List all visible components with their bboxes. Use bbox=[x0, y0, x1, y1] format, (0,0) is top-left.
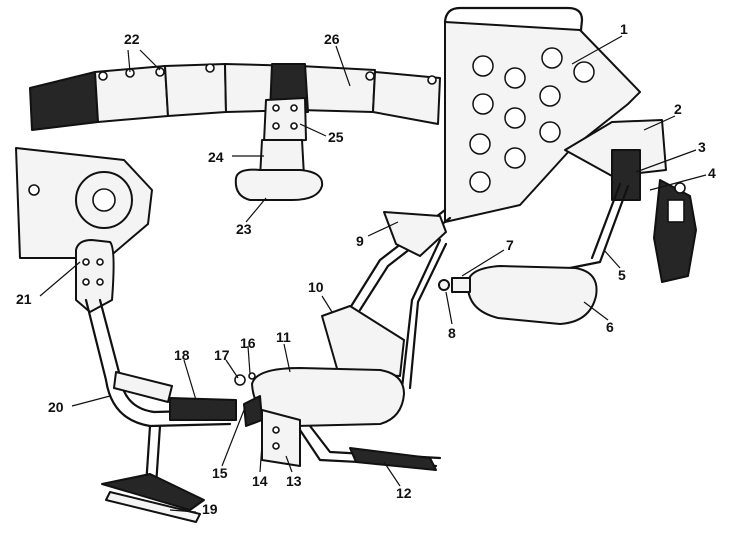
label-23: 23 bbox=[236, 221, 252, 237]
left-frame-plate bbox=[15, 147, 153, 259]
left-support bbox=[75, 239, 237, 523]
label-19: 19 bbox=[202, 501, 218, 517]
label-25: 25 bbox=[328, 129, 344, 145]
label-1: 1 bbox=[620, 21, 628, 37]
label-22: 22 bbox=[124, 31, 140, 47]
back-panel bbox=[443, 6, 697, 283]
leader-lines bbox=[39, 35, 707, 513]
label-21: 21 bbox=[16, 291, 32, 307]
seat-frame bbox=[321, 208, 452, 390]
label-14: 14 bbox=[252, 473, 268, 489]
label-5: 5 bbox=[618, 267, 626, 283]
label-3: 3 bbox=[698, 139, 706, 155]
label-8: 8 bbox=[448, 325, 456, 341]
label-12: 12 bbox=[396, 485, 412, 501]
seat-assembly bbox=[234, 367, 442, 471]
label-20: 20 bbox=[48, 399, 64, 415]
label-10: 10 bbox=[308, 279, 324, 295]
label-9: 9 bbox=[356, 233, 364, 249]
callout-labels: 1 2 3 4 5 6 7 8 9 10 11 12 13 14 15 16 1… bbox=[16, 21, 716, 517]
right-footrest bbox=[438, 182, 630, 325]
label-18: 18 bbox=[174, 347, 190, 363]
frame-beam bbox=[29, 63, 441, 131]
label-16: 16 bbox=[240, 335, 256, 351]
label-17: 17 bbox=[214, 347, 230, 363]
label-6: 6 bbox=[606, 319, 614, 335]
label-11: 11 bbox=[276, 329, 291, 345]
hanging-footrest bbox=[234, 63, 324, 201]
label-4: 4 bbox=[708, 165, 716, 181]
label-26: 26 bbox=[324, 31, 340, 47]
label-13: 13 bbox=[286, 473, 302, 489]
label-15: 15 bbox=[212, 465, 228, 481]
label-2: 2 bbox=[674, 101, 682, 117]
label-24: 24 bbox=[208, 149, 224, 165]
label-7: 7 bbox=[506, 237, 514, 253]
